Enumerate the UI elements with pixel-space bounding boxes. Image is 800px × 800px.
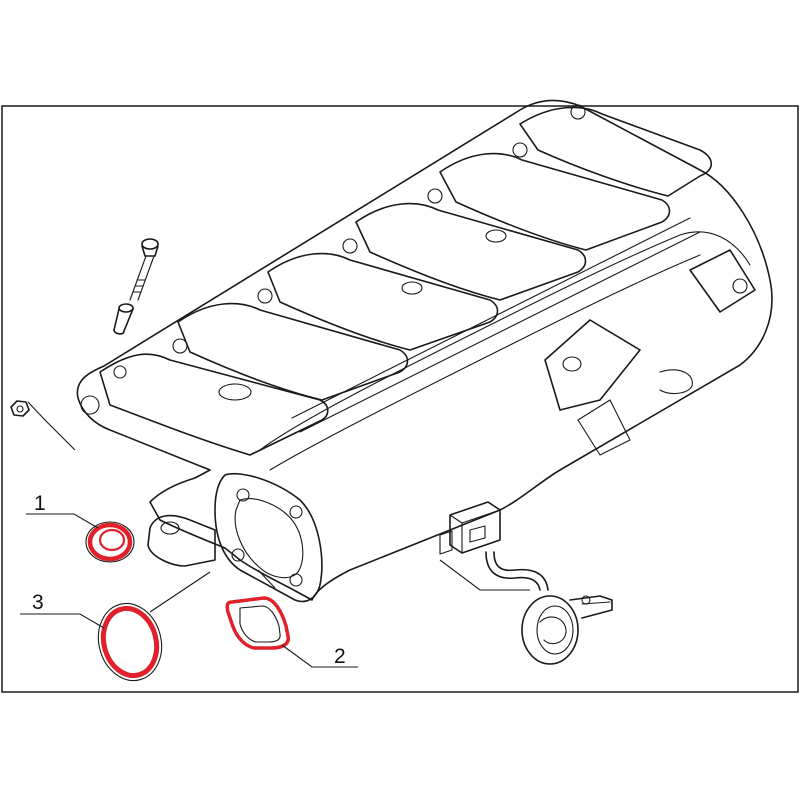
vacuum-hose xyxy=(439,551,549,591)
gasket-rectangular xyxy=(225,596,291,650)
callout-3-label: 3 xyxy=(32,591,44,614)
diagram-frame xyxy=(1,105,799,693)
hex-nut xyxy=(10,400,76,451)
callout-1: 1 xyxy=(26,492,99,529)
callout-3: 3 xyxy=(20,591,105,629)
callout-2-label: 2 xyxy=(334,645,346,668)
callout-3-leader xyxy=(20,613,105,629)
gasket-ring-small xyxy=(85,521,135,563)
callout-2: 2 xyxy=(281,644,358,668)
pressure-regulator-valve xyxy=(521,595,613,665)
gasket-ring-large xyxy=(97,602,163,682)
callout-1-leader xyxy=(26,513,99,529)
intake-manifold xyxy=(76,99,773,603)
boost-pressure-sensor xyxy=(439,501,501,555)
bolt-spacer-sleeve xyxy=(113,303,134,335)
gasket-rings-and-seals xyxy=(85,521,291,682)
callout-2-leader xyxy=(281,644,358,668)
callout-1-label: 1 xyxy=(34,492,46,515)
mounting-bolt xyxy=(129,238,159,301)
